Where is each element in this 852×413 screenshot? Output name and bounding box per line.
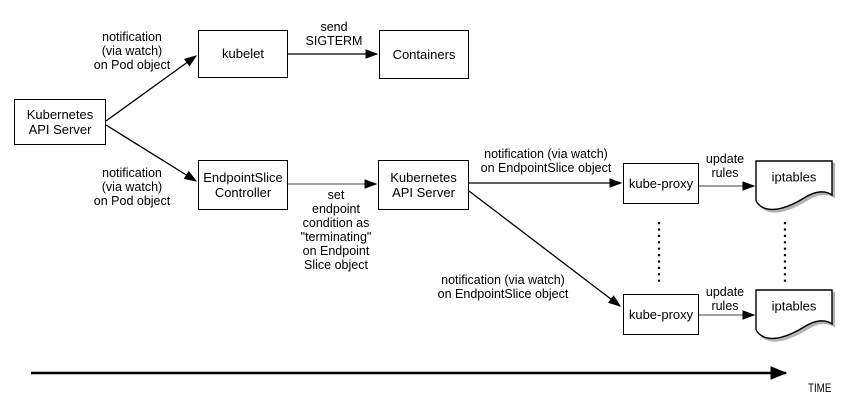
edge-label-send-sigterm: send SIGTERM bbox=[305, 20, 363, 48]
arrow-api-to-kube-proxy-bottom bbox=[468, 190, 620, 306]
node-containers: Containers bbox=[379, 30, 469, 79]
arrow-api-to-endpointslice-controller bbox=[105, 124, 196, 181]
edge-label-set-endpoint-condition: set endpoint condition as "terminating" … bbox=[300, 188, 372, 272]
iptables-top-document-shape bbox=[755, 160, 833, 211]
edge-label-notification-pod-top: notification (via watch) on Pod object bbox=[93, 30, 171, 72]
node-kubelet: kubelet bbox=[198, 30, 288, 78]
arrow-api-to-kubelet bbox=[105, 56, 196, 122]
node-kubernetes-api-server-mid: Kubernetes API Server bbox=[378, 160, 469, 210]
iptables-bottom-document-shape bbox=[755, 289, 833, 340]
node-kube-proxy-bottom: kube-proxy bbox=[623, 294, 699, 335]
edge-label-notification-pod-bottom: notification (via watch) on Pod object bbox=[93, 166, 171, 208]
edge-label-update-rules-bottom: update rules bbox=[705, 285, 745, 313]
label-iptables-top: iptables bbox=[771, 169, 817, 185]
timeline-label: TIME bbox=[808, 383, 832, 395]
node-kubernetes-api-server-left: Kubernetes API Server bbox=[14, 99, 106, 145]
node-endpointslice-controller: EndpointSlice Controller bbox=[198, 160, 288, 210]
label-iptables-bottom: iptables bbox=[771, 298, 817, 314]
edge-label-update-rules-top: update rules bbox=[705, 152, 745, 180]
edge-label-notification-endpointslice-bottom: notification (via watch) on EndpointSlic… bbox=[437, 273, 569, 301]
node-kube-proxy-top: kube-proxy bbox=[623, 163, 699, 204]
edge-label-notification-endpointslice-top: notification (via watch) on EndpointSlic… bbox=[480, 147, 612, 175]
